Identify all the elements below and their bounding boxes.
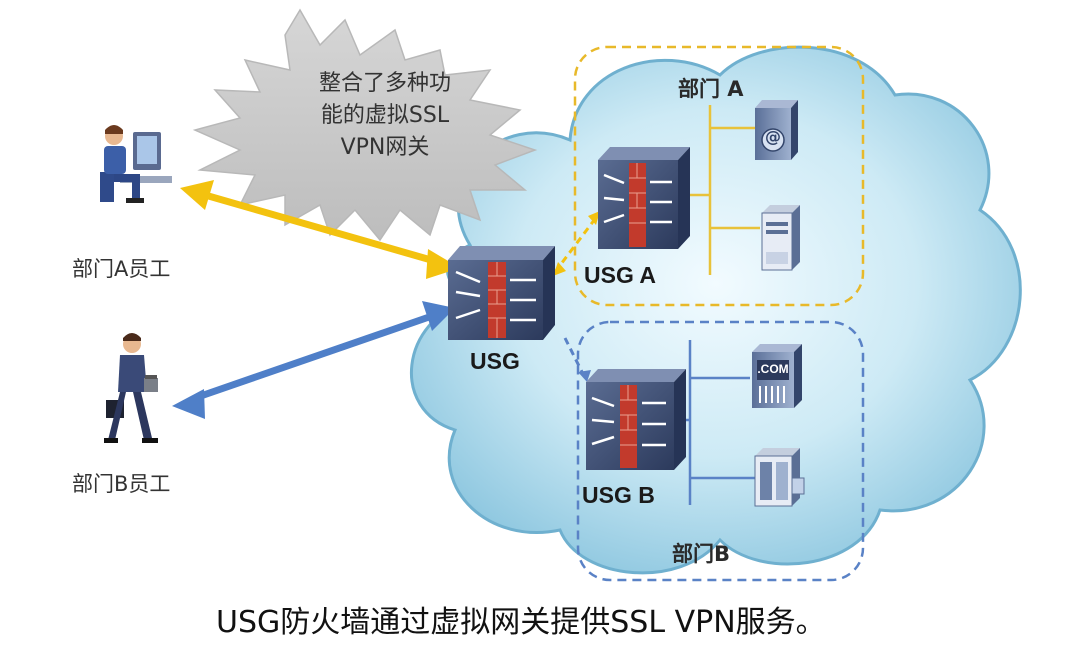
web-server-text: .COM <box>757 362 789 376</box>
link-usga-arrowhead <box>588 211 600 225</box>
link-usg-to-usgb <box>563 337 587 379</box>
zone-a-label: 部门 A <box>678 77 744 101</box>
callout-text: 整合了多种功 能的虚拟SSL VPN网关 <box>270 68 500 164</box>
callout-line-1: 整合了多种功 <box>318 71 451 96</box>
tower-server-icon <box>761 205 800 271</box>
usg-b-label: USG B <box>582 482 655 508</box>
mail-server-symbol: @ <box>765 127 781 146</box>
watermark: 知乎 @新盟教育 <box>820 605 1018 636</box>
link-usg-arrowhead <box>553 262 566 276</box>
callout-line-2: 能的虚拟SSL <box>320 103 450 128</box>
zone-b-boundary <box>576 320 865 582</box>
zone-b-lines <box>685 340 755 505</box>
usg-b-firewall-icon <box>586 369 686 470</box>
usg-main-label: USG <box>470 348 520 374</box>
zone-a-lines <box>690 105 760 275</box>
employee-b-label: 部门B员工 <box>72 472 171 496</box>
usg-a-firewall-icon <box>598 147 690 249</box>
arrow-employee-b <box>172 301 455 419</box>
network-cloud <box>409 45 1022 575</box>
employee-a-label: 部门A员工 <box>72 257 171 281</box>
rack-server-icon <box>754 448 805 507</box>
callout-burst <box>192 8 538 242</box>
link-usgb-arrowhead <box>578 370 591 382</box>
figure-caption: USG防火墙通过虚拟网关提供SSL VPN服务。 <box>216 605 826 640</box>
employee-b-walking-icon <box>104 333 158 443</box>
arrow-employee-a <box>180 180 460 279</box>
usg-main-firewall-icon <box>448 246 555 340</box>
usg-a-label: USG A <box>584 262 656 288</box>
web-server-icon <box>752 344 802 408</box>
callout-line-3: VPN网关 <box>340 135 430 160</box>
zone-b-label: 部门B <box>672 542 731 566</box>
employee-a-computer-icon <box>100 125 172 203</box>
zone-a-boundary <box>573 45 865 307</box>
mail-server-icon <box>755 100 798 160</box>
